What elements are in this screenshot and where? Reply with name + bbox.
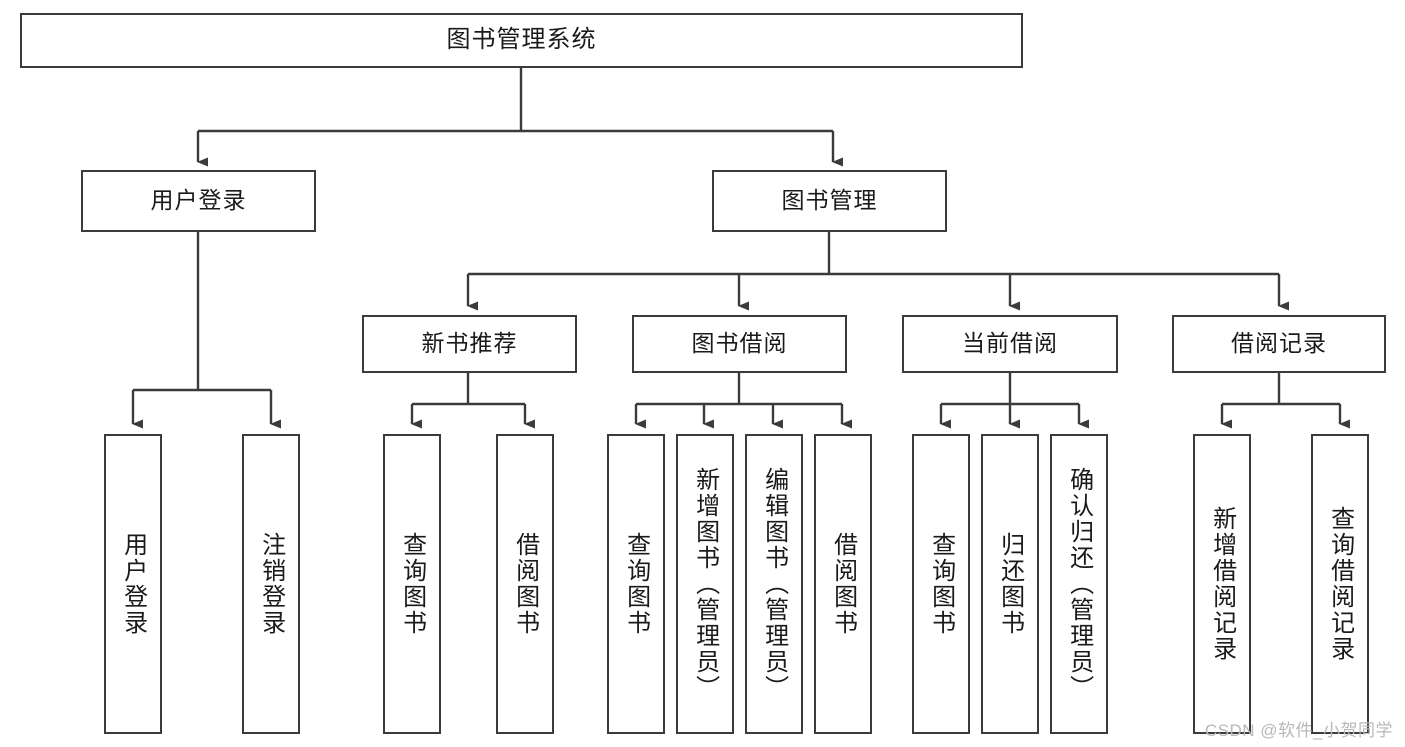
node-label: 确认归还（管理员）	[1065, 467, 1093, 701]
node-label: 查询图书	[927, 532, 955, 636]
leaf-borrow-borrow-book[interactable]: 借阅图书	[814, 434, 872, 734]
node-label: 注销登录	[257, 532, 285, 636]
leaf-recommend-query-book[interactable]: 查询图书	[383, 434, 441, 734]
node-label: 用户登录	[150, 187, 247, 214]
node-label: 查询图书	[622, 532, 650, 636]
leaf-record-add-record[interactable]: 新增借阅记录	[1193, 434, 1251, 734]
node-label: 用户登录	[119, 532, 147, 636]
node-label: 新增借阅记录	[1208, 506, 1236, 662]
node-borrow-record[interactable]: 借阅记录	[1172, 315, 1386, 373]
node-label: 借阅图书	[511, 532, 539, 636]
node-label: 查询图书	[398, 532, 426, 636]
leaf-current-query-book[interactable]: 查询图书	[912, 434, 970, 734]
node-label: 图书借阅	[691, 330, 788, 357]
leaf-user-login-logout[interactable]: 注销登录	[242, 434, 300, 734]
watermark-text: CSDN @软件_小贺同学	[1204, 721, 1393, 740]
node-new-book-recommend[interactable]: 新书推荐	[362, 315, 577, 373]
node-label: 新增图书（管理员）	[691, 467, 719, 701]
leaf-current-return-book[interactable]: 归还图书	[981, 434, 1039, 734]
node-label: 归还图书	[996, 532, 1024, 636]
node-root-system[interactable]: 图书管理系统	[20, 13, 1023, 68]
node-label: 查询借阅记录	[1326, 506, 1354, 662]
node-user-login[interactable]: 用户登录	[81, 170, 316, 232]
node-label: 借阅记录	[1231, 330, 1327, 357]
leaf-record-query-record[interactable]: 查询借阅记录	[1311, 434, 1369, 734]
leaf-user-login-login[interactable]: 用户登录	[104, 434, 162, 734]
node-label: 编辑图书（管理员）	[760, 467, 788, 701]
leaf-borrow-add-book-admin[interactable]: 新增图书（管理员）	[676, 434, 734, 734]
node-current-borrow[interactable]: 当前借阅	[902, 315, 1118, 373]
node-book-management[interactable]: 图书管理	[712, 170, 947, 232]
node-book-borrow[interactable]: 图书借阅	[632, 315, 847, 373]
leaf-current-confirm-return-admin[interactable]: 确认归还（管理员）	[1050, 434, 1108, 734]
node-label: 借阅图书	[829, 532, 857, 636]
node-label: 当前借阅	[962, 330, 1058, 357]
leaf-recommend-borrow-book[interactable]: 借阅图书	[496, 434, 554, 734]
node-label: 图书管理系统	[446, 26, 597, 54]
node-label: 图书管理	[781, 187, 878, 214]
leaf-borrow-query-book[interactable]: 查询图书	[607, 434, 665, 734]
leaf-borrow-edit-book-admin[interactable]: 编辑图书（管理员）	[745, 434, 803, 734]
node-label: 新书推荐	[421, 330, 518, 357]
